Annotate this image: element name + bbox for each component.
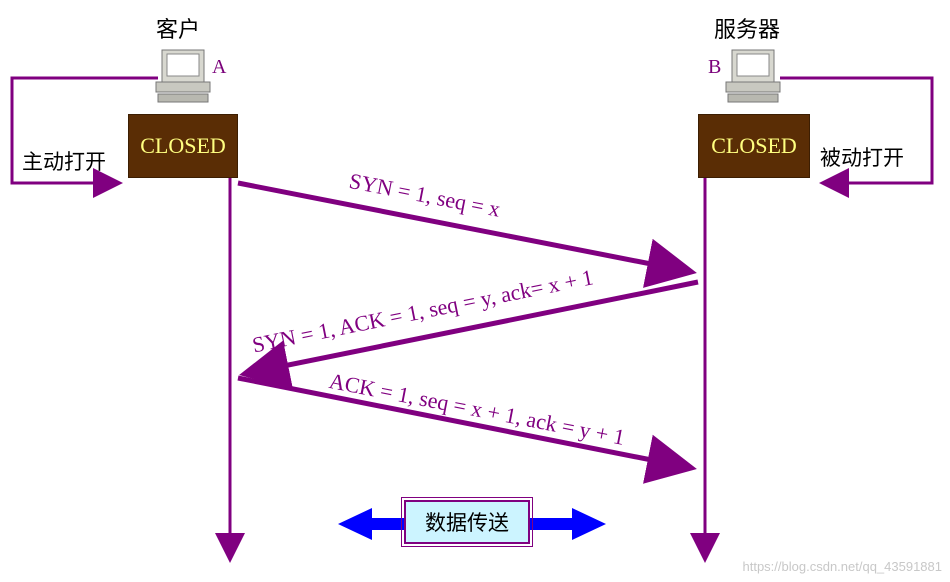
client-open-label: 主动打开 <box>22 150 106 174</box>
syn-arrow <box>237 180 697 288</box>
server-letter: B <box>708 56 722 78</box>
data-transfer-arrow <box>338 508 606 540</box>
data-transfer-box: 数据传送 <box>401 497 533 547</box>
client-letter: A <box>212 56 227 78</box>
ack-arrow <box>237 375 697 484</box>
server-computer-icon <box>725 49 781 103</box>
client-state-box: CLOSED <box>128 114 238 178</box>
server-title: 服务器 <box>714 18 781 43</box>
client-title: 客户 <box>156 18 201 43</box>
client-open-loop <box>10 76 158 198</box>
server-state-box: CLOSED <box>698 114 810 178</box>
client-computer-icon <box>155 49 211 103</box>
server-open-label: 被动打开 <box>820 146 904 170</box>
server-open-loop <box>780 76 934 198</box>
watermark: https://blog.csdn.net/qq_43591881 <box>742 559 943 574</box>
syn-ack-arrow <box>239 279 699 390</box>
